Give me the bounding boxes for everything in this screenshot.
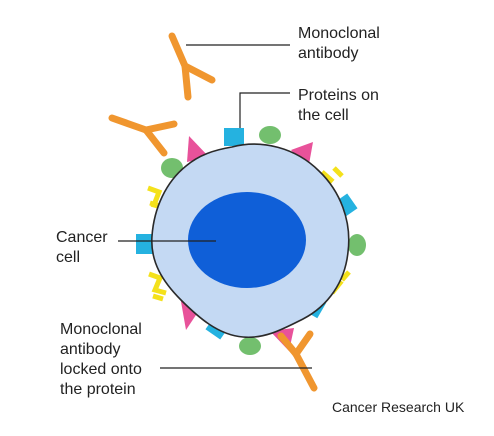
square-protein: [224, 128, 244, 146]
proteins-leader-line: [239, 92, 290, 128]
label-proteins-on-cell: Proteins on the cell: [298, 87, 379, 124]
square-protein: [136, 234, 154, 254]
yellow-receptor: [152, 293, 164, 302]
label-antibody-locked: Monoclonal antibody locked onto the prot…: [60, 321, 142, 398]
locked-antibody: [277, 330, 318, 392]
round-protein: [259, 126, 281, 144]
yellow-receptor: [148, 271, 167, 296]
leader-lines: [118, 44, 312, 369]
round-protein: [348, 234, 366, 256]
label-monoclonal-antibody: Monoclonal antibody: [298, 25, 380, 62]
yellow-receptor: [340, 270, 351, 282]
yellow-receptor: [332, 166, 344, 178]
cell-nucleus: [188, 192, 306, 288]
free-antibody-top: [168, 32, 216, 101]
free-antibody-left: [108, 114, 178, 157]
credit-text: Cancer Research UK: [332, 399, 465, 415]
label-cancer-cell: Cancer cell: [56, 229, 108, 266]
round-protein: [239, 337, 261, 355]
